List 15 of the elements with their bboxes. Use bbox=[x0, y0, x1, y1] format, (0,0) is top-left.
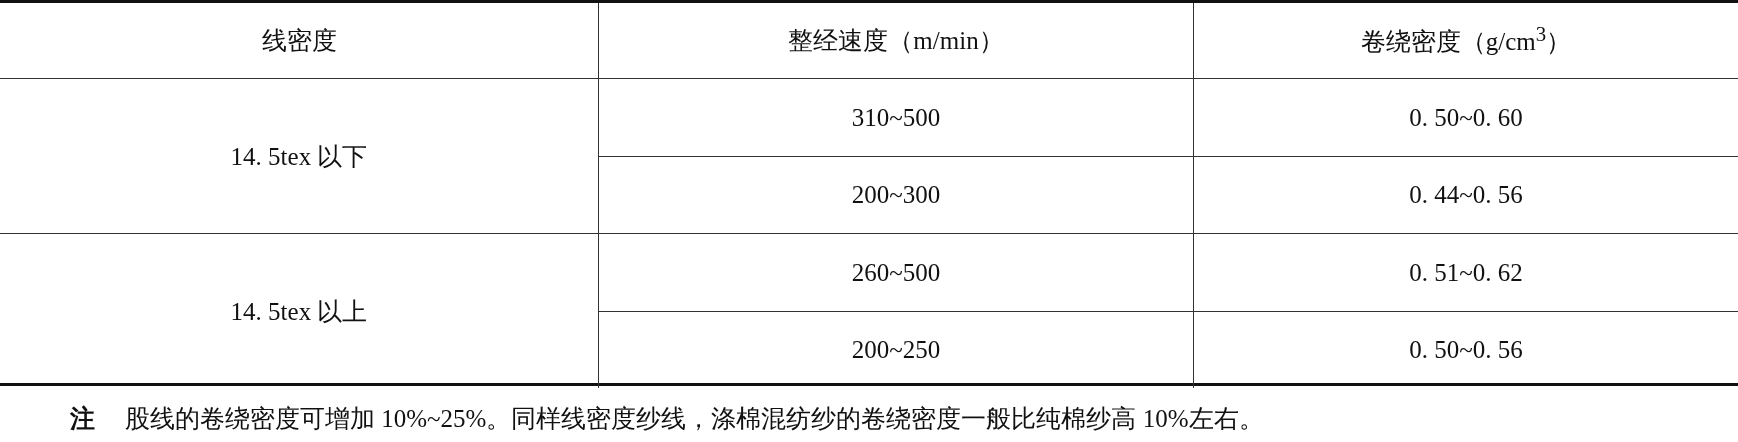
column-header: 线密度 bbox=[261, 26, 337, 56]
column-header: 卷绕密度（g/cm$^{3}$） bbox=[1360, 22, 1572, 58]
table-cell-text: 260~500 bbox=[851, 258, 941, 287]
table-cell-text: 0. 51~0. 62 bbox=[1409, 258, 1523, 287]
note-marker: 注 bbox=[70, 404, 95, 434]
table-cell-text: 310~500 bbox=[851, 103, 941, 132]
table-cell-text: 14. 5tex 以上 bbox=[230, 296, 368, 327]
column-header: 整经速度（m/min） bbox=[788, 26, 1004, 56]
table-cell-text: 0. 44~0. 56 bbox=[1409, 181, 1523, 209]
table-cell-text: 14. 5tex 以下 bbox=[230, 141, 368, 172]
table-cell-text: 0. 50~0. 60 bbox=[1409, 103, 1523, 132]
table-cell-text: 0. 50~0. 56 bbox=[1409, 336, 1523, 364]
footnote-text: 股线的卷绕密度可增加 10%~25%。同样线密度纱线，涤棉混纺纱的卷绕密度一般比纯棉纱高 10%左右。 bbox=[125, 404, 1264, 434]
table-cell-text: 200~300 bbox=[851, 181, 941, 209]
table-cell-text: 200~250 bbox=[851, 336, 941, 364]
